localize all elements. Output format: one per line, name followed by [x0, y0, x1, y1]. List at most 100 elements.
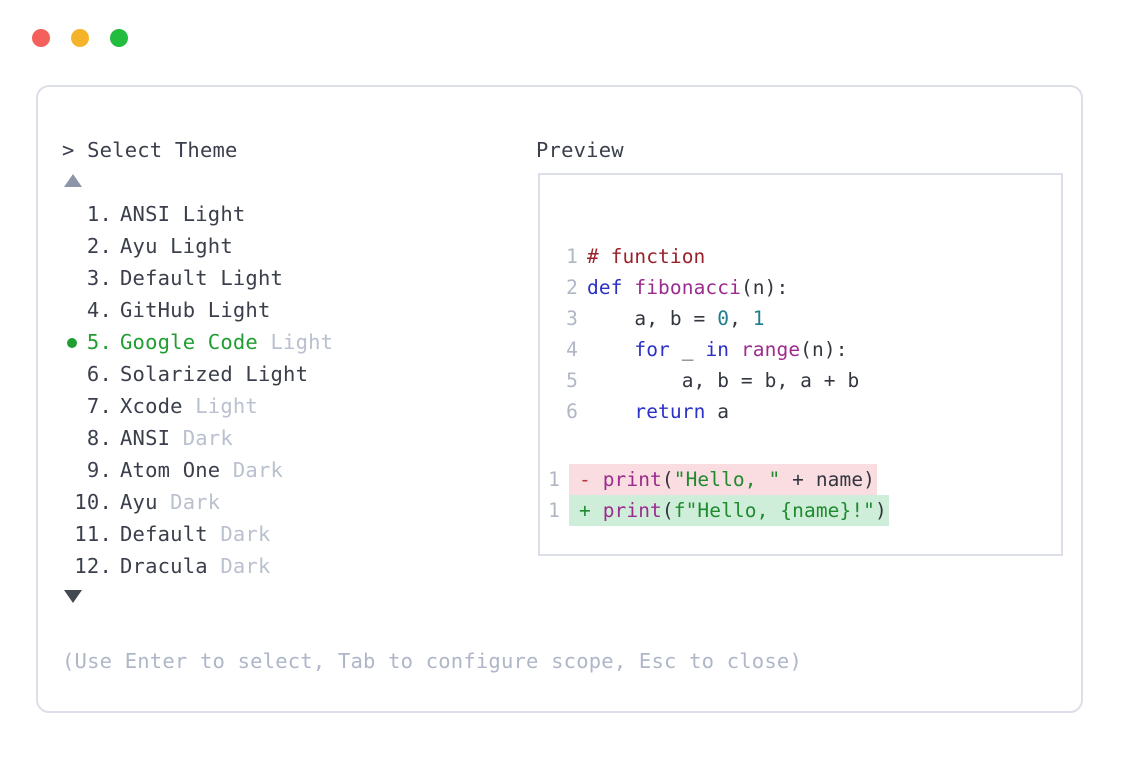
- line-number: 1: [566, 245, 578, 268]
- theme-item-variant: Light: [207, 266, 284, 290]
- code-token: print: [602, 499, 662, 522]
- close-window-button[interactable]: [32, 29, 50, 47]
- theme-selector-card: > Select Theme Preview 1.ANSI Light 2.Ay…: [36, 85, 1083, 713]
- theme-item-name: Default: [120, 266, 208, 290]
- diff-line-del: - print("Hello, " + name): [569, 464, 878, 495]
- theme-item-name: ANSI: [120, 426, 171, 450]
- theme-item-index: 10.: [74, 490, 112, 514]
- line-number: 6: [566, 400, 578, 423]
- code-token: [587, 400, 634, 423]
- code-token: "Hello, ": [673, 468, 781, 491]
- theme-item-name: Solarized: [120, 362, 233, 386]
- theme-list-item[interactable]: 2. Ayu Light: [62, 230, 502, 262]
- theme-item-name: GitHub: [120, 298, 196, 322]
- theme-item-name: ANSI: [120, 202, 171, 226]
- theme-item-variant: Dark: [170, 426, 233, 450]
- theme-item-index: 3.: [74, 266, 112, 290]
- code-token: (: [661, 499, 674, 522]
- theme-item-name: Atom One: [120, 458, 221, 482]
- theme-list-item[interactable]: 3. Default Light: [62, 262, 502, 294]
- theme-item-variant: Light: [170, 202, 246, 226]
- theme-item-variant: Dark: [207, 522, 271, 546]
- diff-line-number: 1: [548, 499, 560, 522]
- line-number: 5: [566, 369, 578, 392]
- window-traffic-lights: [32, 29, 128, 47]
- line-number: 3: [566, 307, 578, 330]
- theme-list-item[interactable]: 11. Default Dark: [62, 518, 502, 550]
- theme-item-variant: Dark: [220, 458, 284, 482]
- theme-list-item[interactable]: 9.Atom One Dark: [62, 454, 502, 486]
- theme-item-name: Ayu: [120, 234, 158, 258]
- code-line: 1 # function: [558, 241, 859, 272]
- diff-row: 1 + print(f"Hello, {name}!"): [548, 495, 889, 526]
- code-token: for: [634, 338, 670, 361]
- code-token: [591, 499, 603, 522]
- theme-list-item[interactable]: 5. Google Code Light: [62, 326, 502, 358]
- code-token: 0: [717, 307, 730, 330]
- theme-item-variant: Light: [195, 298, 271, 322]
- code-token: (n):: [800, 338, 848, 361]
- theme-item-variant: Light: [182, 394, 258, 418]
- theme-item-variant: Light: [257, 330, 334, 354]
- triangle-up-icon[interactable]: [64, 174, 82, 187]
- theme-item-index: 7.: [74, 394, 112, 418]
- code-token: fibonacci: [634, 276, 741, 299]
- theme-list-item[interactable]: 4. GitHub Light: [62, 294, 502, 326]
- diff-line-number: 1: [548, 468, 560, 491]
- code-token: + name): [780, 468, 876, 491]
- theme-item-name: Xcode: [120, 394, 183, 418]
- diff-sign: -: [579, 468, 591, 491]
- theme-item-index: 4.: [74, 298, 112, 322]
- code-token: ): [875, 499, 887, 522]
- code-token: return: [634, 400, 706, 423]
- theme-item-index: 2.: [74, 234, 112, 258]
- diff-preview: 1- print("Hello, " + name)1+ print(f"Hel…: [548, 464, 889, 526]
- diff-line-add: + print(f"Hello, {name}!"): [569, 495, 889, 526]
- keyboard-hint: (Use Enter to select, Tab to configure s…: [62, 649, 802, 673]
- theme-list-item[interactable]: 7. Xcode Light: [62, 390, 502, 422]
- code-line: 6 return a: [558, 396, 859, 427]
- theme-item-variant: Light: [157, 234, 233, 258]
- code-token: (: [661, 468, 674, 491]
- maximize-window-button[interactable]: [110, 29, 128, 47]
- code-token: [587, 338, 634, 361]
- code-token: # function: [587, 245, 706, 268]
- minimize-window-button[interactable]: [71, 29, 89, 47]
- theme-item-variant: Light: [232, 362, 309, 386]
- code-token: f"Hello, {name}!": [673, 499, 876, 522]
- theme-item-name: Google Code: [120, 330, 258, 354]
- code-token: def: [587, 276, 635, 299]
- theme-list-item[interactable]: 12.Dracula Dark: [62, 550, 502, 582]
- triangle-down-icon[interactable]: [64, 590, 82, 603]
- code-token: in: [705, 338, 730, 361]
- theme-item-index: 1.: [74, 202, 112, 226]
- code-token: (n):: [740, 276, 789, 299]
- theme-list-item[interactable]: 6. Solarized Light: [62, 358, 502, 390]
- theme-list-item[interactable]: 10. Ayu Dark: [62, 486, 502, 518]
- theme-item-index: 11.: [74, 522, 112, 546]
- theme-item-index: 5.: [74, 330, 112, 354]
- preview-heading: Preview: [536, 138, 624, 162]
- code-token: ,: [729, 307, 753, 330]
- code-line: 3 a, b = 0, 1: [558, 303, 859, 334]
- theme-item-variant: Dark: [207, 554, 271, 578]
- code-token: print: [602, 468, 662, 491]
- code-token: [591, 468, 603, 491]
- code-token: 1: [752, 307, 765, 330]
- theme-item-name: Default: [120, 522, 208, 546]
- line-number: 2: [566, 276, 578, 299]
- code-line: 4 for _ in range(n):: [558, 334, 859, 365]
- theme-item-index: 8.: [74, 426, 112, 450]
- code-token: a, b =: [587, 307, 718, 330]
- code-line: 5 a, b = b, a + b: [558, 365, 859, 396]
- code-token: range: [740, 338, 801, 361]
- code-token: a, b = b, a + b: [587, 369, 860, 392]
- theme-list-item[interactable]: 1. ANSI Light: [62, 198, 502, 230]
- theme-item-name: Ayu: [120, 490, 158, 514]
- code-token: a: [705, 400, 730, 423]
- theme-list-item[interactable]: 8. ANSI Dark: [62, 422, 502, 454]
- theme-item-index: 6.: [74, 362, 112, 386]
- theme-item-variant: Dark: [157, 490, 221, 514]
